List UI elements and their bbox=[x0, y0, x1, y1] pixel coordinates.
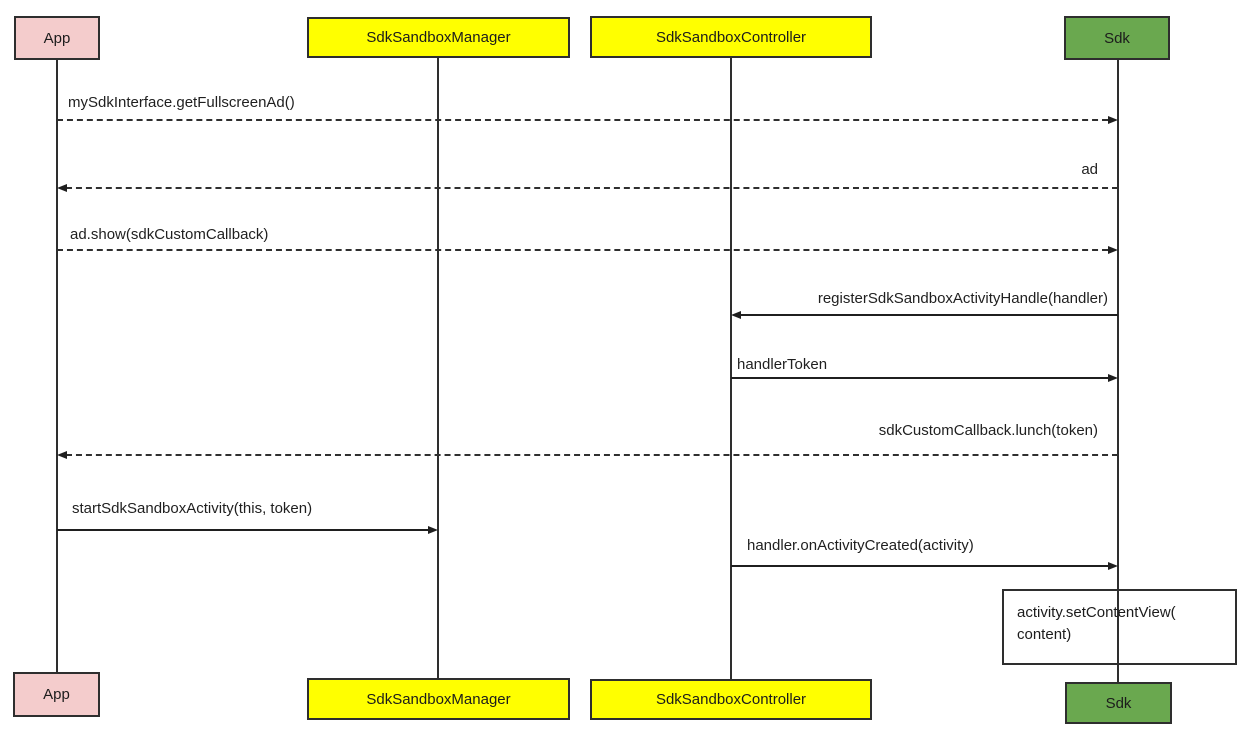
message-ad-line bbox=[66, 187, 1118, 189]
arrowhead-right-icon bbox=[1108, 116, 1118, 124]
arrowhead-right-icon bbox=[1108, 562, 1118, 570]
message-onactivitycreated-line bbox=[731, 565, 1109, 567]
lifeline-app bbox=[56, 60, 58, 672]
note-line-2: content) bbox=[1017, 626, 1072, 643]
message-lunchtoken-line bbox=[66, 454, 1118, 456]
message-onactivitycreated-label: handler.onActivityCreated(activity) bbox=[747, 537, 974, 554]
message-startactivity-line bbox=[57, 529, 428, 531]
actor-sdk-bottom: Sdk bbox=[1065, 682, 1172, 724]
actor-manager-top-label: SdkSandboxManager bbox=[366, 29, 511, 46]
arrowhead-right-icon bbox=[428, 526, 438, 534]
message-lunchtoken-label: sdkCustomCallback.lunch(token) bbox=[878, 422, 1098, 439]
message-adshow-label: ad.show(sdkCustomCallback) bbox=[70, 226, 269, 243]
actor-sdk-bottom-label: Sdk bbox=[1105, 694, 1132, 712]
arrowhead-right-icon bbox=[1108, 246, 1118, 254]
actor-sdk-top: Sdk bbox=[1064, 16, 1170, 60]
arrowhead-left-icon bbox=[731, 311, 741, 319]
lifeline-sdk-sandbox-controller bbox=[730, 58, 732, 679]
arrowhead-left-icon bbox=[57, 184, 67, 192]
actor-manager-bottom: SdkSandboxManager bbox=[307, 678, 570, 720]
message-startactivity-label: startSdkSandboxActivity(this, token) bbox=[72, 500, 313, 517]
lifeline-sdk bbox=[1117, 60, 1119, 682]
actor-controller-bottom-label: SdkSandboxController bbox=[655, 691, 807, 708]
actor-app-top: App bbox=[14, 16, 100, 60]
message-handlertoken-line bbox=[731, 377, 1109, 379]
message-registerhandle-label: registerSdkSandboxActivityHandle(handler… bbox=[817, 290, 1108, 307]
note-set-content-view: activity.setContentView( content) bbox=[1002, 589, 1237, 665]
actor-app-bottom: App bbox=[13, 672, 100, 717]
message-ad-label: ad bbox=[1081, 161, 1098, 178]
actor-controller-top: SdkSandboxController bbox=[590, 16, 872, 58]
actor-manager-top: SdkSandboxManager bbox=[307, 17, 570, 58]
message-registerhandle-line bbox=[741, 314, 1118, 316]
actor-controller-top-label: SdkSandboxController bbox=[655, 28, 807, 46]
message-handlertoken-label: handlerToken bbox=[737, 356, 828, 373]
message-adshow-line bbox=[57, 249, 1108, 251]
arrowhead-right-icon bbox=[1108, 374, 1118, 382]
message-getfullscreenad-label: mySdkInterface.getFullscreenAd() bbox=[68, 94, 295, 111]
actor-controller-bottom: SdkSandboxController bbox=[590, 679, 872, 720]
arrowhead-left-icon bbox=[57, 451, 67, 459]
actor-app-bottom-label: App bbox=[43, 686, 70, 703]
lifeline-sdk-sandbox-manager bbox=[437, 58, 439, 678]
actor-manager-bottom-label: SdkSandboxManager bbox=[366, 690, 511, 708]
message-getfullscreenad-line bbox=[57, 119, 1108, 121]
actor-sdk-top-label: Sdk bbox=[1104, 29, 1130, 47]
note-line-1: activity.setContentView( bbox=[1017, 604, 1176, 621]
actor-app-top-label: App bbox=[43, 29, 71, 47]
